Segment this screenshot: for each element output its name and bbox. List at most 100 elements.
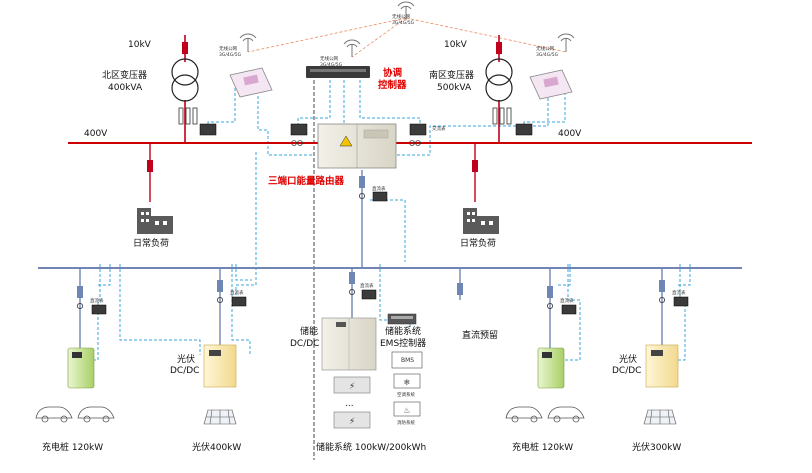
- energy-router-label: 三端口能量路由器: [268, 175, 345, 187]
- battery-cabinet-icon: [321, 317, 377, 371]
- ct-coil-icon: [297, 140, 303, 146]
- breaker-icon: [472, 160, 478, 172]
- arresters: [178, 107, 512, 125]
- ev-charger-icon: [67, 347, 95, 389]
- wireless-top-label: 无线公网: [392, 13, 410, 20]
- breaker-icon: [77, 286, 83, 298]
- hv-right-label: 10kV: [444, 40, 468, 50]
- bottom-label-storage: 储能系统 100kW/200kWh: [316, 441, 426, 453]
- ct-coil-icon: [77, 302, 84, 309]
- meter-icon: [515, 123, 533, 136]
- storage-dcdc-label2: DC/DC: [290, 339, 319, 349]
- ct-coil-icon: [291, 140, 297, 146]
- car-icon: [35, 406, 73, 423]
- car-icon: [547, 406, 585, 423]
- antenna-icon: [557, 33, 575, 52]
- router-dc-meter-label: 直流表: [372, 185, 386, 192]
- aircon-box: ❄: [393, 373, 421, 389]
- breaker-icon: [496, 42, 502, 54]
- wireless-right-label2: 3G/4G/5G: [536, 52, 559, 58]
- antenna-icon: [343, 39, 361, 57]
- fire-label: 消防系统: [397, 419, 415, 426]
- ems-label: 储能系统: [385, 325, 421, 337]
- meter-icon: [673, 296, 689, 307]
- wireless-top-label2: 3G/4G/5G: [392, 20, 415, 26]
- bms-label: BMS: [401, 357, 414, 364]
- storage-dcdc-label: 储能: [300, 325, 318, 337]
- ev-charger-icon: [537, 347, 565, 389]
- solar-panel-icon: [203, 409, 237, 425]
- building-icon: [463, 208, 499, 234]
- load-left-label: 日常负荷: [133, 237, 169, 249]
- breaker-icon: [147, 160, 153, 172]
- coord-controller-label: 协调: [383, 67, 402, 79]
- building-icon: [137, 208, 173, 234]
- transformer-right-name: 南区变压器: [429, 69, 474, 81]
- breaker-icon: [182, 42, 188, 54]
- meter-icon: [409, 123, 427, 136]
- ems-controller-icon: [387, 313, 417, 325]
- fire-box: ♨: [393, 401, 421, 417]
- svg-text:♨: ♨: [403, 406, 410, 415]
- breaker-icon: [349, 272, 355, 284]
- pv-dcdc-left-label: 光伏: [177, 353, 195, 365]
- battery-pack-icon: ⚡: [333, 376, 371, 394]
- controller-icon: [306, 66, 370, 78]
- ct-coils: [77, 140, 666, 309]
- pv-dcdc-right-label: 光伏: [619, 353, 637, 365]
- bottom-label-ev-left: 充电桩 120kW: [42, 441, 103, 453]
- wireless-links: [247, 17, 567, 58]
- wireless-center-label2: 3G/4G/5G: [320, 62, 343, 68]
- ct-coil-icon: [547, 302, 554, 309]
- breaker-icon: [659, 280, 665, 292]
- meter-panel-icon: [229, 67, 273, 98]
- ems-label2: EMS控制器: [380, 337, 426, 349]
- dc-reserve-label: 直流预留: [462, 329, 498, 341]
- car-icon: [505, 406, 543, 423]
- dc-meter-label-2: 直流表: [230, 289, 244, 296]
- pv-dcdc-left-label2: DC/DC: [170, 366, 199, 376]
- meter-icon: [91, 304, 107, 315]
- bus-right-voltage: 400V: [558, 129, 582, 139]
- meter-icon: [231, 296, 247, 307]
- ct-coil-icon: [348, 288, 355, 295]
- pv-dcdc-right-label2: DC/DC: [612, 366, 641, 376]
- meter-panel-icon: [529, 69, 573, 100]
- ac-meter-label: 交流表: [432, 125, 446, 132]
- aircon-label: 空调系统: [397, 391, 415, 398]
- antenna-icon: [397, 1, 415, 20]
- ct-coil-icon: [358, 192, 365, 199]
- transformer-icon: [171, 58, 199, 102]
- meter-icon: [561, 304, 577, 315]
- svg-text:⚡: ⚡: [349, 382, 355, 392]
- ac-meters: [199, 123, 533, 136]
- meter-icon: [361, 289, 377, 300]
- breaker-icon: [217, 280, 223, 292]
- breakers: [147, 42, 502, 172]
- svg-text:❄: ❄: [404, 378, 411, 387]
- bus-left-voltage: 400V: [84, 129, 108, 139]
- bottom-label-pv-left: 光伏400kW: [192, 441, 241, 453]
- wireless-left-label: 无线公网: [219, 45, 237, 52]
- meter-icon: [372, 191, 388, 202]
- hv-left-label: 10kV: [128, 40, 152, 50]
- load-feeders: [149, 143, 476, 202]
- transformer-right-capacity: 500kVA: [437, 83, 472, 93]
- dc-meter-label-4: 直流表: [560, 297, 574, 304]
- car-icon: [77, 406, 115, 423]
- meter-icon: [199, 123, 217, 136]
- transformer-icon: [485, 58, 513, 102]
- solar-panel-icon: [643, 409, 677, 425]
- pv-inverter-icon: [203, 344, 237, 388]
- battery-dots: ...: [345, 399, 354, 409]
- meter-icon: [290, 123, 308, 136]
- bms-box: [391, 351, 423, 369]
- dc-meter-label-5: 直流表: [672, 289, 686, 296]
- ct-coil-icon: [216, 296, 223, 303]
- ct-coil-icon: [659, 296, 666, 303]
- antenna-icon: [239, 33, 257, 52]
- wireless-right-label: 无线公网: [536, 45, 554, 52]
- breaker-icon: [457, 283, 463, 295]
- transformer-left-capacity: 400kVA: [108, 83, 143, 93]
